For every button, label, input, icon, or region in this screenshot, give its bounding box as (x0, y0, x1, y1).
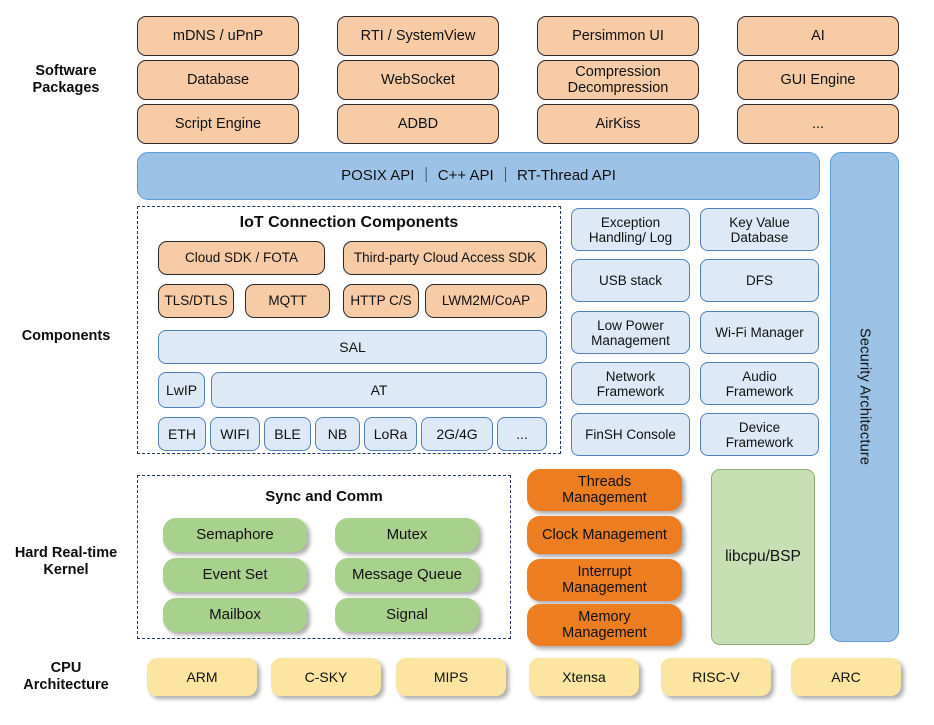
component-box[interactable]: Device Framework (700, 413, 819, 456)
package-box[interactable]: ADBD (337, 104, 499, 144)
iot-link-box[interactable]: 2G/4G (421, 417, 493, 451)
package-box[interactable]: Database (137, 60, 299, 100)
iot-link-box[interactable]: BLE (264, 417, 311, 451)
libcpu-bsp-box[interactable]: libcpu/BSP (711, 469, 815, 645)
cpu-arch-box[interactable]: MIPS (396, 658, 506, 696)
row-label-kernel: Hard Real-time Kernel (14, 545, 118, 578)
sync-box[interactable]: Mailbox (163, 598, 307, 632)
cpu-arch-box[interactable]: ARM (147, 658, 257, 696)
kernel-management-box[interactable]: Memory Management (527, 604, 682, 646)
iot-lwip-box[interactable]: LwIP (158, 372, 205, 408)
component-box[interactable]: Network Framework (571, 362, 690, 405)
package-box[interactable]: Script Engine (137, 104, 299, 144)
component-box[interactable]: Audio Framework (700, 362, 819, 405)
package-box[interactable]: RTI / SystemView (337, 16, 499, 56)
iot-at-box[interactable]: AT (211, 372, 547, 408)
component-box[interactable]: DFS (700, 259, 819, 302)
kernel-management-box[interactable]: Interrupt Management (527, 559, 682, 601)
iot-link-box[interactable]: ... (497, 417, 547, 451)
package-box[interactable]: GUI Engine (737, 60, 899, 100)
sync-box[interactable]: Mutex (335, 518, 479, 552)
component-box[interactable]: Low Power Management (571, 311, 690, 354)
component-box[interactable]: Exception Handling/ Log (571, 208, 690, 251)
component-box[interactable]: FinSH Console (571, 413, 690, 456)
package-box[interactable]: Persimmon UI (537, 16, 699, 56)
security-architecture-label: Security Architecture (856, 328, 873, 466)
iot-protocol-box[interactable]: MQTT (245, 284, 330, 318)
row-label-cpu-architecture: CPU Architecture (23, 660, 109, 693)
iot-connection-group (137, 206, 561, 454)
package-box[interactable]: WebSocket (337, 60, 499, 100)
iot-link-box[interactable]: WIFI (210, 417, 260, 451)
package-box[interactable]: mDNS / uPnP (137, 16, 299, 56)
kernel-management-box[interactable]: Clock Management (527, 516, 682, 554)
iot-link-box[interactable]: NB (315, 417, 360, 451)
package-box[interactable]: AirKiss (537, 104, 699, 144)
component-box[interactable]: USB stack (571, 259, 690, 302)
component-box[interactable]: Key Value Database (700, 208, 819, 251)
cpu-arch-box[interactable]: ARC (791, 658, 901, 696)
iot-protocol-box[interactable]: LWM2M/CoAP (425, 284, 547, 318)
package-box[interactable]: AI (737, 16, 899, 56)
sync-and-comm-title: Sync and Comm (265, 488, 383, 505)
row-label-components: Components (21, 327, 111, 344)
cpu-arch-box[interactable]: RISC-V (661, 658, 771, 696)
component-box[interactable]: Wi-Fi Manager (700, 311, 819, 354)
iot-protocol-box[interactable]: TLS/DTLS (158, 284, 234, 318)
security-architecture-bar: Security Architecture (830, 152, 899, 642)
sync-box[interactable]: Signal (335, 598, 479, 632)
iot-cloud-box[interactable]: Third-party Cloud Access SDK (343, 241, 547, 275)
sync-box[interactable]: Semaphore (163, 518, 307, 552)
row-label-software-packages: Software Packages (32, 63, 100, 96)
iot-cloud-box[interactable]: Cloud SDK / FOTA (158, 241, 325, 275)
iot-link-box[interactable]: LoRa (364, 417, 417, 451)
sync-and-comm-group (137, 475, 511, 639)
package-box[interactable]: ... (737, 104, 899, 144)
iot-sal-box[interactable]: SAL (158, 330, 547, 364)
sync-box[interactable]: Event Set (163, 558, 307, 592)
cpu-arch-box[interactable]: C-SKY (271, 658, 381, 696)
iot-link-box[interactable]: ETH (158, 417, 206, 451)
iot-connection-title: IoT Connection Components (239, 214, 459, 231)
cpu-arch-box[interactable]: Xtensa (529, 658, 639, 696)
sync-box[interactable]: Message Queue (335, 558, 479, 592)
iot-protocol-box[interactable]: HTTP C/S (343, 284, 419, 318)
kernel-management-box[interactable]: Threads Management (527, 469, 682, 511)
package-box[interactable]: Compression Decompression (537, 60, 699, 100)
api-bar: POSIX API ｜ C++ API ｜ RT-Thread API (137, 152, 820, 200)
